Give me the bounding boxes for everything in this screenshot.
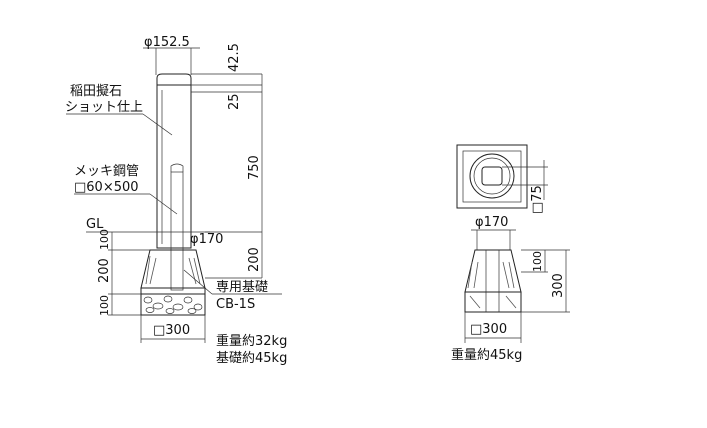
bollard-cap — [156, 73, 192, 86]
section-body — [464, 249, 522, 293]
bollard-shaft — [156, 84, 192, 249]
dim-section-300: 300 — [551, 273, 566, 298]
steel-pipe — [170, 171, 184, 291]
dim-section-width: □300 — [470, 322, 507, 337]
foundation-top-and-section: □75 φ170 100 300 □300 重量約45kg — [451, 144, 570, 363]
hatch-line — [508, 261, 515, 289]
bollard-elevation: φ152.5 42.5 25 750 200 GL φ170 — [65, 35, 287, 366]
dim-cap-band: 25 — [227, 93, 242, 110]
dim-section-dia: φ170 — [475, 215, 508, 230]
gravel-pattern — [143, 295, 203, 314]
section-base — [464, 291, 522, 313]
weight-section: 重量約45kg — [451, 347, 522, 363]
hatch-line — [502, 261, 510, 289]
dim-cap-height: 42.5 — [227, 43, 242, 72]
label-material-1: 稲田擬石 — [70, 83, 122, 99]
plan-square-hole — [481, 166, 503, 186]
weight-2: 基礎約45kg — [216, 351, 287, 366]
plan-circle — [469, 153, 515, 199]
label-foundation-1: 専用基礎 — [216, 280, 268, 295]
hatch-line — [473, 261, 479, 289]
label-pipe-2: □60×500 — [74, 180, 139, 195]
dim-base-100-top: 100 — [98, 229, 111, 250]
leader-pipe — [149, 193, 178, 215]
steel-pipe-top — [170, 163, 184, 172]
hatch-line — [193, 257, 201, 285]
dim-width: □300 — [153, 323, 190, 338]
plan-outer — [456, 144, 528, 209]
hatch-line — [505, 295, 517, 309]
hatch-line — [469, 295, 481, 309]
dim-embed: 200 — [247, 247, 262, 272]
gl-label: GL — [86, 217, 104, 232]
hatch-line — [467, 261, 473, 289]
dim-base-100-bottom: 100 — [98, 295, 111, 316]
dim-pipe-length: 750 — [247, 155, 262, 180]
plan-inner — [462, 150, 522, 203]
dim-section-100: 100 — [531, 251, 544, 272]
label-material-2: ショット仕上 — [65, 100, 143, 115]
dim-top-diameter: φ152.5 — [144, 35, 190, 50]
dim-base-200: 200 — [97, 258, 112, 283]
plan-circle-inner — [473, 157, 511, 195]
leader-foundation — [183, 269, 213, 295]
weight-1: 重量約32kg — [216, 333, 287, 349]
leader-material — [142, 113, 173, 136]
label-foundation-2: CB-1S — [216, 297, 255, 312]
foundation-base — [140, 287, 206, 295]
label-pipe-1: メッキ鋼管 — [74, 164, 139, 179]
hatch-line — [149, 257, 157, 285]
dim-hole: □75 — [530, 185, 545, 214]
hatch-line — [145, 255, 151, 285]
gravel-bed — [140, 293, 206, 316]
dim-gl-diameter: φ170 — [190, 232, 223, 247]
